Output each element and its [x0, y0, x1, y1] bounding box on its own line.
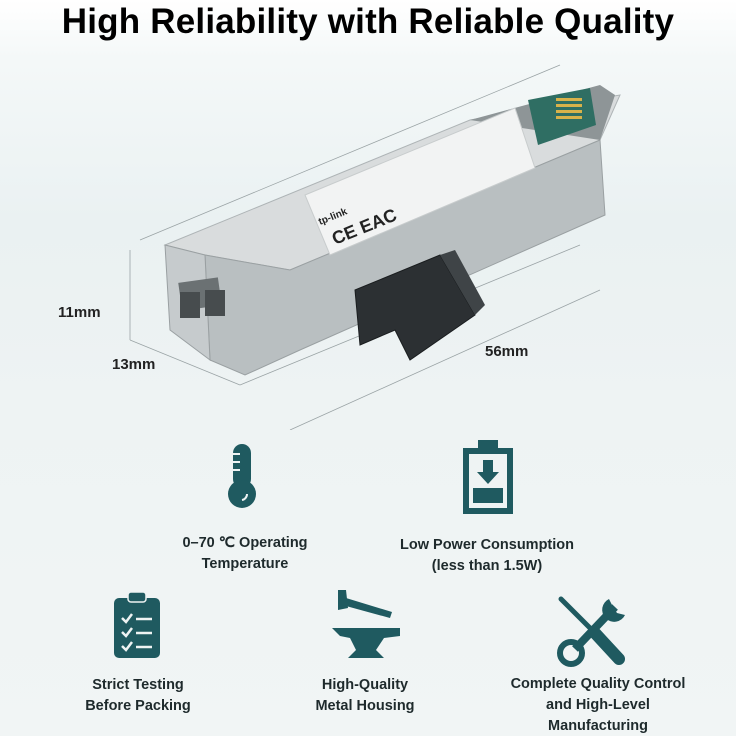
thermometer-icon	[228, 444, 256, 508]
sfp-module-image: tp-link CE EAC	[129, 64, 621, 430]
feature-text: Before Packing	[85, 698, 191, 714]
feature-text: Low Power Consumption	[400, 537, 574, 553]
feature-power: Low Power Consumption (less than 1.5W)	[367, 535, 607, 577]
screwdriver-wrench-icon	[557, 596, 625, 667]
width-dimension: 13mm	[112, 356, 156, 373]
feature-text: 0–70 ℃ Operating	[182, 535, 308, 551]
feature-text: Complete Quality Control	[510, 676, 686, 692]
feature-text: Manufacturing	[548, 718, 648, 734]
hammer-anvil-icon	[332, 590, 400, 658]
feature-text: (less than 1.5W)	[431, 558, 543, 574]
feature-text: and High-Level	[546, 697, 650, 713]
feature-text: High-Quality	[321, 677, 409, 693]
height-dimension: 11mm	[58, 304, 101, 321]
feature-text: Strict Testing	[92, 677, 184, 693]
feature-housing: High-Quality Metal Housing	[245, 675, 485, 717]
page-title: High Reliability with Reliable Quality	[61, 2, 675, 41]
length-dimension: 56mm	[485, 343, 529, 360]
feature-text: Metal Housing	[315, 698, 415, 714]
clipboard-checklist-icon	[114, 591, 160, 658]
battery-icon	[463, 440, 513, 514]
feature-text: Temperature	[201, 556, 289, 572]
feature-testing: Strict Testing Before Packing	[18, 675, 258, 717]
feature-quality-control: Complete Quality Control and High-Level …	[478, 674, 718, 737]
feature-temperature: 0–70 ℃ Operating Temperature	[125, 533, 365, 575]
